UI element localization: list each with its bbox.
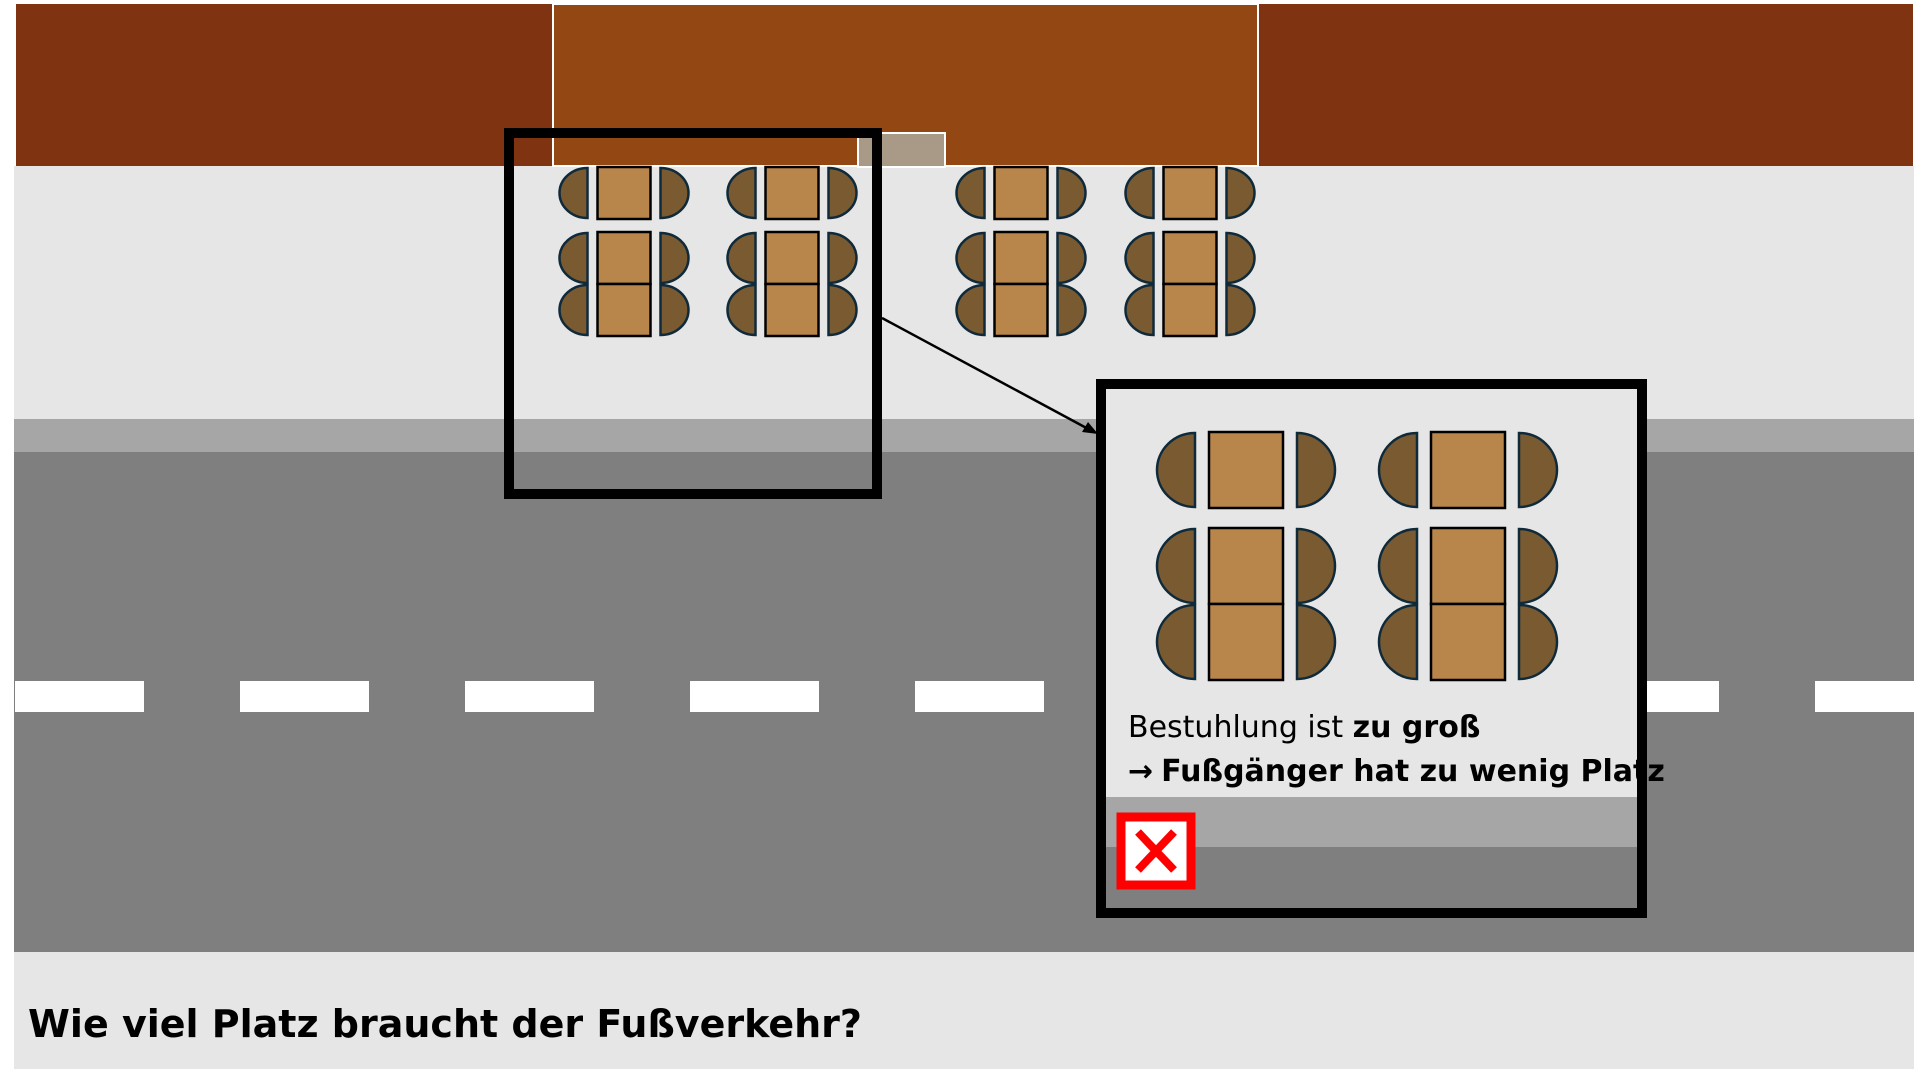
chair [1295, 431, 1337, 509]
table [993, 230, 1049, 286]
chair [1124, 283, 1155, 337]
chair [1124, 166, 1155, 220]
chair [659, 231, 690, 285]
table [764, 230, 820, 286]
chair [1517, 431, 1559, 509]
table [1429, 526, 1507, 606]
table [1429, 602, 1507, 682]
callout-box: Bestuhlung ist zu groß →Fußgänger hat zu… [1096, 379, 1665, 918]
chair [659, 166, 690, 220]
chair [1377, 603, 1419, 681]
cross-mark-icon [1116, 812, 1196, 890]
building-right [1259, 4, 1913, 166]
zoom-selection-frame [504, 128, 882, 499]
chair [1124, 231, 1155, 285]
table [1429, 430, 1507, 510]
chair [1377, 527, 1419, 605]
zoom-arrow [881, 316, 1098, 434]
chair [827, 166, 858, 220]
chair [558, 231, 589, 285]
page-title: Wie viel Platz braucht der Fußverkehr? [28, 1002, 862, 1046]
table [596, 230, 652, 286]
table [1207, 602, 1285, 682]
table [993, 165, 1049, 221]
lane-dash [915, 681, 1044, 712]
table [1162, 165, 1218, 221]
chair [827, 283, 858, 337]
arrow-right-icon: → [1128, 754, 1153, 789]
chair [1377, 431, 1419, 509]
chair [1155, 527, 1197, 605]
table [596, 282, 652, 338]
chair [1295, 603, 1337, 681]
chair [955, 283, 986, 337]
bottom-strip [14, 952, 1914, 1069]
table [764, 165, 820, 221]
outdoor-seating [558, 165, 1256, 338]
chair [1225, 166, 1256, 220]
chair [1517, 527, 1559, 605]
table [596, 165, 652, 221]
chair [726, 283, 757, 337]
lane-dash [240, 681, 369, 712]
callout-line-1: Bestuhlung ist zu groß [1128, 710, 1480, 745]
chair [1295, 527, 1337, 605]
chair [1225, 283, 1256, 337]
chair [558, 166, 589, 220]
chair [1056, 166, 1087, 220]
chair [1056, 231, 1087, 285]
chair [1155, 603, 1197, 681]
building-left [16, 4, 553, 166]
chair [1517, 603, 1559, 681]
table [993, 282, 1049, 338]
table [1162, 282, 1218, 338]
table [1162, 230, 1218, 286]
chair [726, 166, 757, 220]
chair [1225, 231, 1256, 285]
table [1207, 526, 1285, 606]
lane-dash [465, 681, 594, 712]
lane-dash [1815, 681, 1914, 712]
chair [726, 231, 757, 285]
callout-line-2: →Fußgänger hat zu wenig Platz [1128, 754, 1665, 789]
chair [659, 283, 690, 337]
chair [1056, 283, 1087, 337]
chair [558, 283, 589, 337]
lane-dash [15, 681, 144, 712]
chair [955, 231, 986, 285]
outdoor-seating-zoomed [1155, 430, 1559, 682]
chair [955, 166, 986, 220]
chair [827, 231, 858, 285]
building-door [857, 132, 946, 168]
table [764, 282, 820, 338]
chair [1155, 431, 1197, 509]
lane-dash [690, 681, 819, 712]
table [1207, 430, 1285, 510]
